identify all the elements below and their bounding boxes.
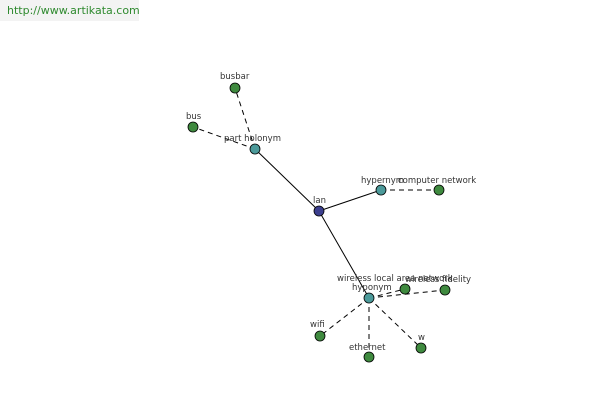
node-label-hyponym: hyponym [352,283,392,293]
node-label-wifi: wifi [310,320,325,330]
edge-hyponym-to-wifi [319,297,370,337]
node-label-busbar: busbar [220,72,250,82]
node-wireless-lan[interactable] [399,283,411,295]
node-label-hypernym: hypernym [361,176,404,186]
nodes-layer [187,82,451,363]
node-hypernym[interactable] [375,184,387,196]
node-ethernet[interactable] [363,351,375,363]
node-label-lan: lan [313,196,326,206]
node-label-bus: bus [186,112,202,122]
node-computer-network[interactable] [433,184,445,196]
edge-lan-to-part-holonym [254,148,320,212]
node-hyponym[interactable] [363,292,375,304]
edges-layer [192,87,446,357]
node-part-holonym[interactable] [249,143,261,155]
node-w[interactable] [415,342,427,354]
edge-lan-to-hyponym [318,210,370,299]
edge-part-holonym-to-bus [192,126,256,150]
edge-lan-to-hypernym [318,189,382,212]
node-label-computer-network: computer network [398,176,476,186]
node-label-wireless-fidelity: wireless fidelity [405,275,471,285]
node-lan[interactable] [313,205,325,217]
node-label-wireless-lan: wireless local area network [337,274,453,284]
edge-hyponym-to-wireless-lan [368,288,406,299]
site-url-link[interactable]: http://www.artikata.com [7,4,140,17]
node-label-part-holonym: part holonym [224,134,281,144]
node-label-w: w [418,333,425,343]
labels-layer: lan part holonym hypernym hyponym busbar bus c… [186,72,476,353]
edge-hyponym-to-w [368,297,422,349]
node-wifi[interactable] [314,330,326,342]
node-bus[interactable] [187,121,199,133]
node-label-ethernet: ethernet [349,343,386,353]
node-wireless-fidelity[interactable] [439,284,451,296]
site-banner: http://www.artikata.com [0,0,140,21]
edge-part-holonym-to-busbar [234,87,256,150]
node-busbar[interactable] [229,82,241,94]
